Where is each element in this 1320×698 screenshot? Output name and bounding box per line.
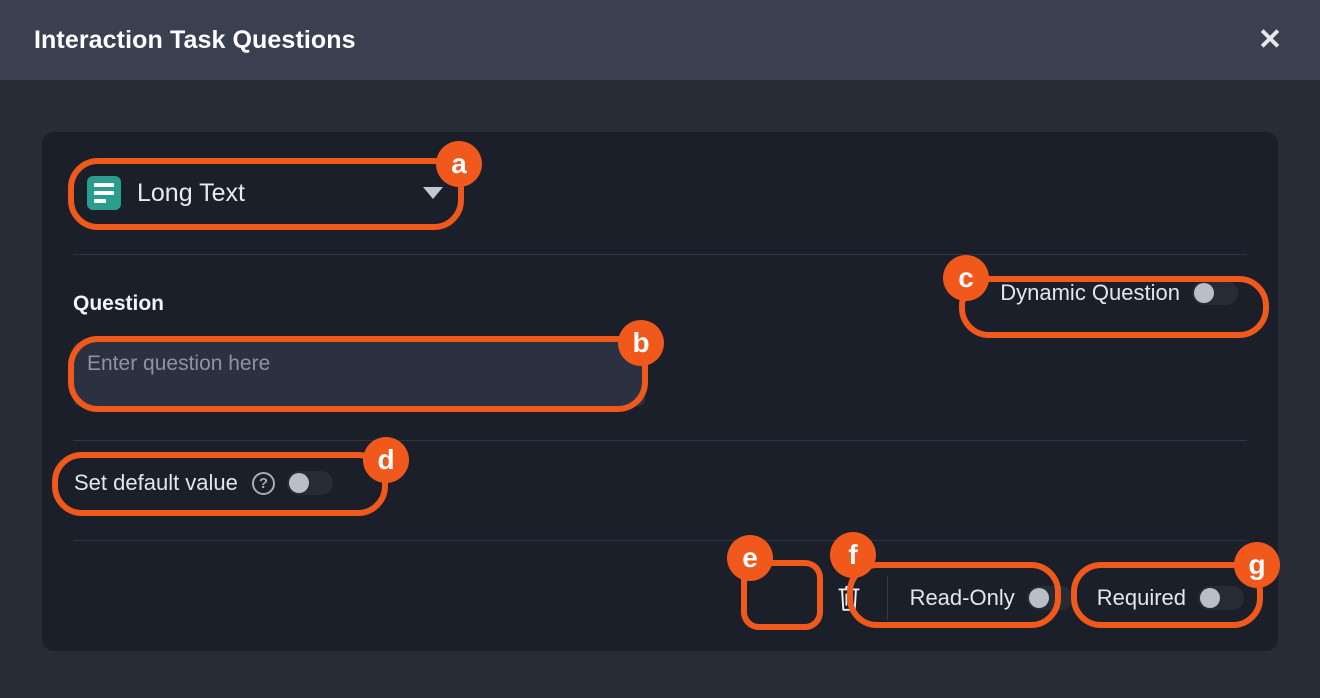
long-text-icon xyxy=(87,176,121,210)
footer-divider xyxy=(886,576,888,620)
set-default-value-switch[interactable] xyxy=(286,471,333,495)
question-label: Question xyxy=(73,292,165,315)
dynamic-question-switch[interactable] xyxy=(1192,281,1238,305)
required-switch[interactable] xyxy=(1198,586,1244,610)
close-icon[interactable]: ✕ xyxy=(1257,23,1283,56)
trash-icon xyxy=(837,585,860,611)
switch-knob xyxy=(1194,283,1214,303)
chevron-down-icon xyxy=(423,187,443,199)
card-footer: Read-Only Required xyxy=(821,562,1256,634)
divider-top xyxy=(73,254,1247,255)
delete-button[interactable] xyxy=(821,570,877,626)
dialog-titlebar: Interaction Task Questions ✕ xyxy=(0,0,1320,80)
read-only-switch[interactable] xyxy=(1026,586,1073,610)
page-title: Interaction Task Questions xyxy=(34,25,356,54)
question-type-select[interactable]: Long Text xyxy=(73,164,459,222)
dynamic-question-label: Dynamic Question xyxy=(1000,280,1180,305)
divider-bottom xyxy=(73,540,1247,541)
switch-knob xyxy=(1028,588,1049,608)
read-only-toggle[interactable]: Read-Only xyxy=(898,577,1085,619)
question-input[interactable] xyxy=(73,342,645,406)
divider-middle xyxy=(73,440,1247,441)
switch-knob xyxy=(1200,588,1220,608)
read-only-label: Read-Only xyxy=(909,585,1015,610)
set-default-value-label: Set default value xyxy=(74,470,238,495)
set-default-value-toggle[interactable]: Set default value ? xyxy=(62,462,345,504)
dynamic-question-toggle[interactable]: Dynamic Question xyxy=(988,272,1250,314)
required-toggle[interactable]: Required xyxy=(1085,577,1256,619)
question-type-value: Long Text xyxy=(137,178,245,207)
switch-knob xyxy=(288,473,309,493)
help-circle-icon[interactable]: ? xyxy=(251,471,275,495)
required-label: Required xyxy=(1096,585,1186,610)
question-card: Long Text Question Dynamic Question Set … xyxy=(42,132,1278,651)
